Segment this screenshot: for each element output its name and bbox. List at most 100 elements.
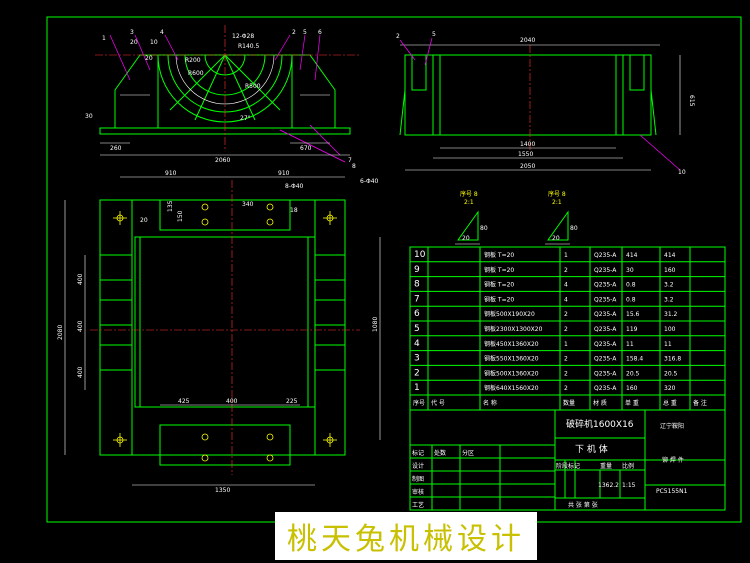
dim-plan-s4: 135 (167, 200, 174, 212)
bom-cell-no: 6 (414, 309, 420, 319)
callout-7: 7 (348, 157, 352, 164)
dim-left-h: 30 (85, 113, 93, 120)
bom-cell-qty: 1 (564, 252, 568, 259)
dim-plan-left-b: 400 (77, 320, 84, 332)
bom-cell-mat: Q235-A (594, 341, 617, 348)
bom-cell-no: 8 (414, 280, 420, 290)
dim-plan-b2: 400 (226, 398, 238, 405)
bom-cell-unit: 20.5 (626, 370, 640, 377)
detail-labels: 序号 8 2:1 20 80 序号 8 2:1 20 80 (460, 190, 578, 242)
bom-cell-name: 钢板 T=20 (484, 251, 514, 259)
dim-plan-top-left: 910 (165, 170, 177, 177)
detail-2-w: 20 (552, 235, 560, 242)
dim-plan-s2: 18 (290, 207, 298, 214)
bom-cell-unit: 11 (626, 341, 634, 348)
bom-cell-qty: 1 (564, 341, 568, 348)
detail-1-scale: 2:1 (464, 199, 474, 206)
dim-r2: R200 (185, 57, 201, 64)
title-row-mark: 标记 (412, 449, 424, 457)
callout-2: 2 (292, 29, 296, 36)
title-row-design: 设计 (412, 462, 424, 470)
dim-plan-left-c: 400 (77, 366, 84, 378)
bom-header-cell: 材 质 (593, 399, 607, 407)
callout-5b: 5 (432, 31, 436, 38)
bom-cell-no: 2 (414, 368, 420, 378)
bom-cell-qty: 2 (564, 326, 568, 333)
bom-cell-unit: 160 (626, 385, 638, 392)
callout-8: 8 (352, 163, 356, 170)
title-row-zone: 分区 (462, 449, 474, 457)
drawing-frame (46, 16, 742, 523)
bom-cell-no: 1 (414, 383, 420, 393)
bom-cell-total: 11 (664, 341, 672, 348)
bom-cell-total: 3.2 (664, 296, 674, 303)
bom-cell-name: 钢板500X190X20 (484, 310, 535, 318)
title-row-check: 审核 (412, 488, 424, 496)
title-type: 铆 焊 件 (662, 456, 684, 464)
bom-cell-mat: Q235-A (594, 326, 617, 333)
dim-top-left: 20 (130, 39, 138, 46)
side-view (399, 37, 681, 171)
bom-cell-qty: 4 (564, 282, 568, 289)
callout-10: 10 (678, 169, 686, 176)
detail-views (455, 210, 570, 245)
plan-view-labels: 910 910 8-Φ40 6-Φ40 340 18 20 135 150 20… (57, 170, 379, 494)
dim-a1: 10 (150, 39, 158, 46)
callout-5: 5 (303, 29, 307, 36)
bom-cell-name: 钢板 T=20 (484, 295, 514, 303)
bom-cell-qty: 4 (564, 296, 568, 303)
bom-cell-mat: Q235-A (594, 311, 617, 318)
detail-1-w: 20 (462, 235, 470, 242)
detail-2-h: 80 (570, 225, 578, 232)
dim-angle: 27° (240, 115, 251, 122)
dim-plan-left-a: 400 (77, 273, 84, 285)
bom-header-cell: 单 重 (625, 399, 639, 407)
dim-side-inner: 1400 (520, 141, 535, 148)
bom-cell-total: 100 (664, 326, 676, 333)
bom-cell-qty: 2 (564, 370, 568, 377)
bom-cell-name: 钢板 T=20 (484, 281, 514, 289)
bom-header-cell: 序号 (413, 399, 425, 407)
watermark: 桃天兔机械设计 (275, 512, 537, 560)
bom-cell-name: 钢板2300X1300X20 (484, 325, 543, 333)
bom-header-cell: 数量 (563, 399, 575, 407)
bom-cell-total: 20.5 (664, 370, 678, 377)
title-machine: 破碎机1600X16 (566, 418, 634, 430)
bom-cell-name: 钢板500X1360X20 (484, 369, 539, 377)
dim-plan-b1: 425 (178, 398, 190, 405)
bom-cell-no: 9 (414, 265, 420, 275)
dim-w-left: 260 (110, 145, 122, 152)
dim-holes: 12-Φ28 (232, 33, 254, 40)
bom-cell-total: 316.8 (664, 356, 681, 363)
bom-cell-unit: 15.6 (626, 311, 640, 318)
bom-cell-unit: 30 (626, 267, 634, 274)
bom-cell-total: 160 (664, 267, 676, 274)
title-row-process: 工艺 (412, 501, 424, 509)
bom-header-cell: 备 注 (693, 399, 707, 407)
dim-side-top: 2040 (520, 37, 535, 44)
bom-cell-unit: 119 (626, 326, 638, 333)
dim-plan-s1: 340 (242, 201, 254, 208)
detail-2-label: 序号 8 (548, 190, 566, 198)
detail-1-h: 80 (480, 225, 488, 232)
bom-cell-no: 10 (414, 250, 426, 260)
dim-plan-s3: 20 (140, 217, 148, 224)
detail-1-label: 序号 8 (460, 190, 478, 198)
dim-a2: 20 (145, 55, 153, 62)
bom-header-cell: 名 称 (483, 399, 497, 407)
title-extra-stage: 阶段标记 (556, 462, 580, 470)
dim-r3: R600 (188, 70, 204, 77)
bom-cell-no: 4 (414, 339, 420, 349)
bom-cell-qty: 2 (564, 267, 568, 274)
dim-plan-top-right: 910 (278, 170, 290, 177)
bom-cell-mat: Q235-A (594, 370, 617, 377)
title-drawing-no: PC5155N1 (656, 488, 688, 495)
bom-cell-unit: 0.8 (626, 296, 636, 303)
bom-cell-qty: 2 (564, 356, 568, 363)
bom-cell-qty: 2 (564, 385, 568, 392)
bom-cell-unit: 0.8 (626, 282, 636, 289)
bom-cell-total: 3.2 (664, 282, 674, 289)
dim-plan-right-tot: 1080 (372, 317, 379, 332)
